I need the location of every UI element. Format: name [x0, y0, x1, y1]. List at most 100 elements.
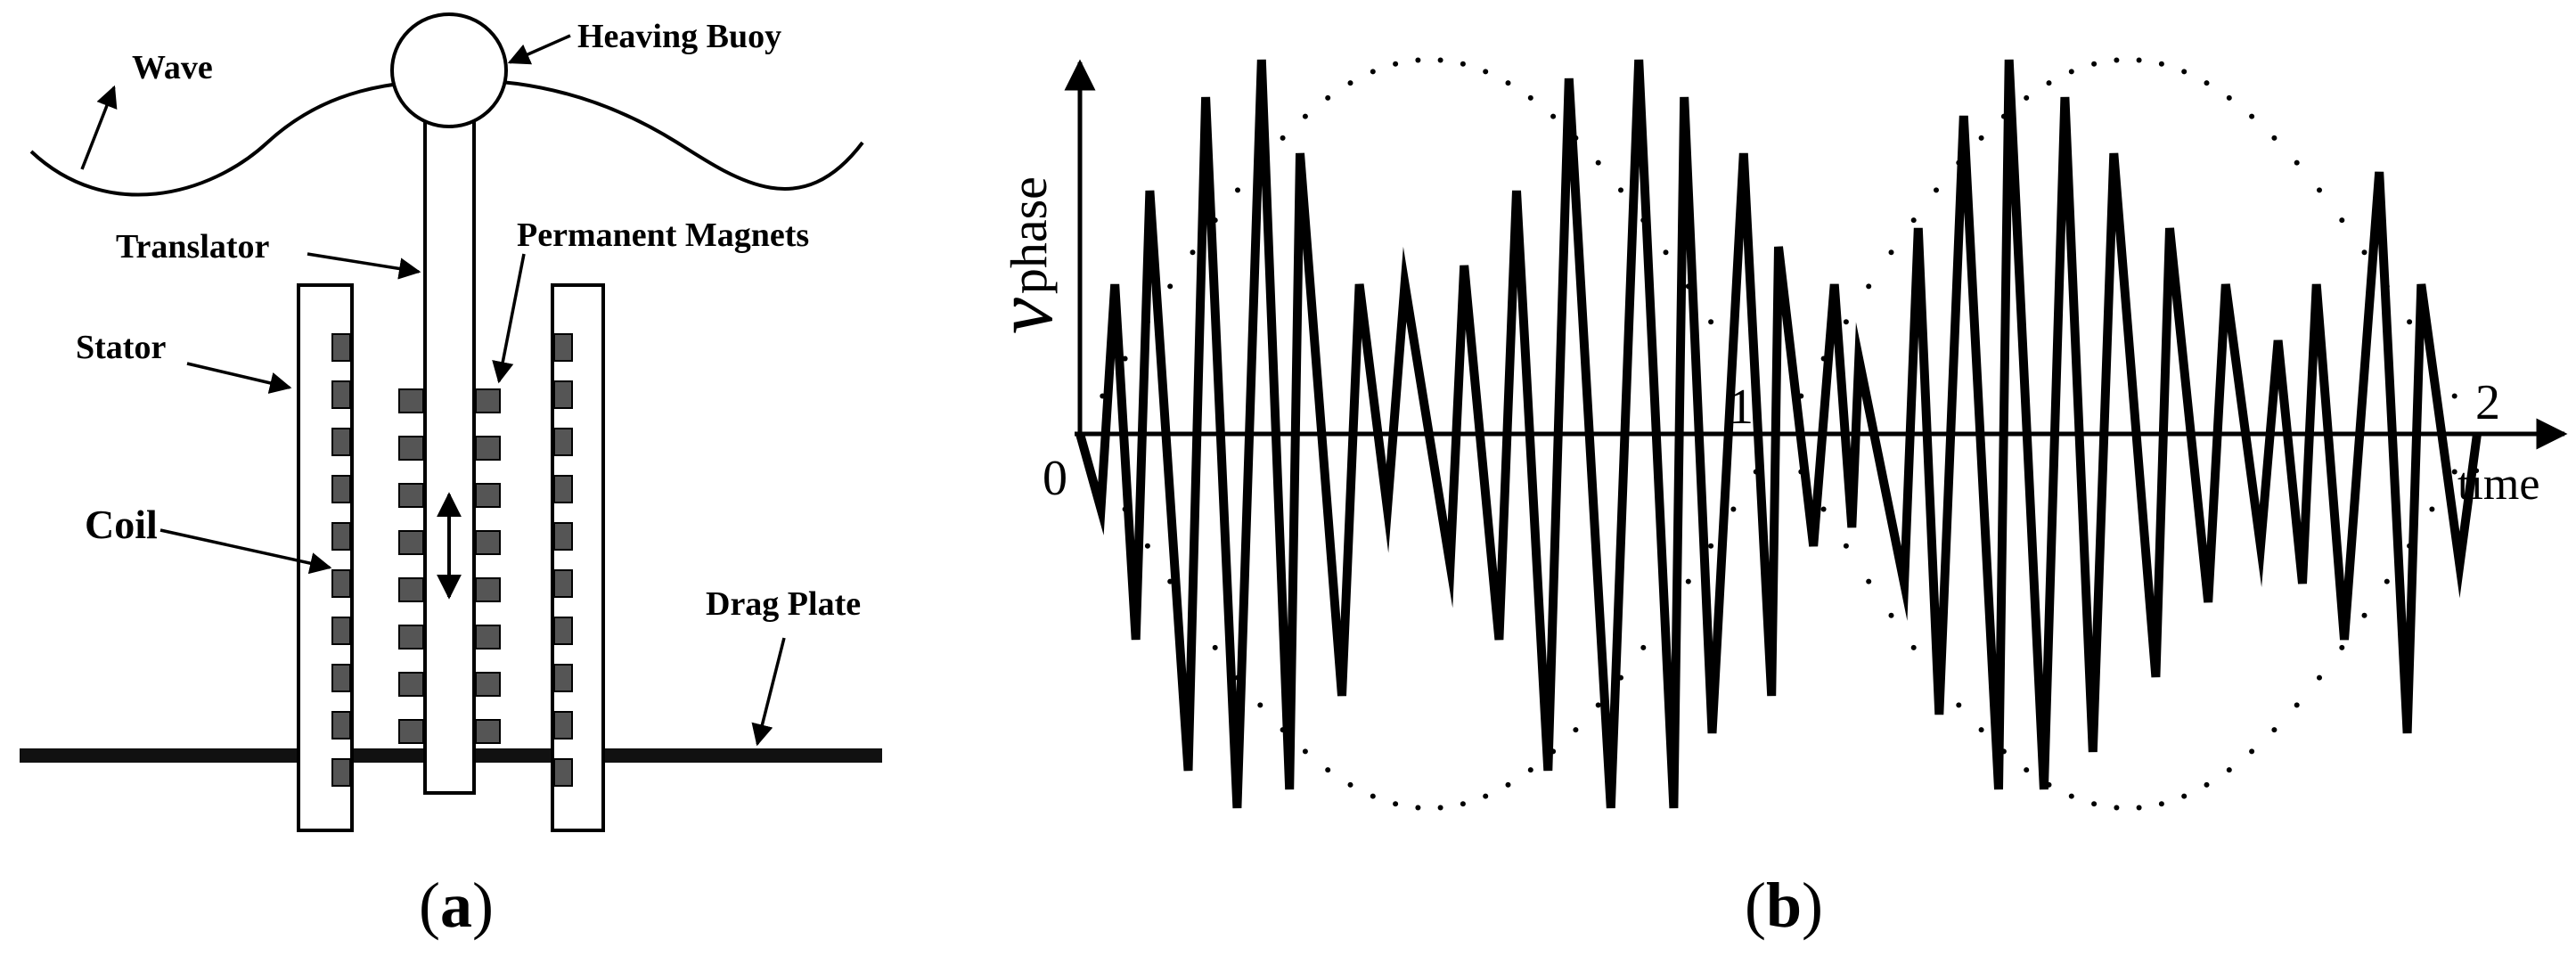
envelope-dot [2068, 69, 2074, 75]
coil-right-5 [553, 522, 573, 551]
wave-pointer-arrow [80, 85, 118, 170]
envelope-dot [1483, 69, 1489, 75]
envelope-dot [2294, 702, 2300, 708]
magnet-right-5 [475, 577, 501, 602]
envelope-dot [2249, 748, 2255, 755]
envelope-dot [1934, 187, 1939, 193]
envelope-dot [1393, 61, 1399, 67]
coil-right-6 [553, 569, 573, 598]
coil-left-8 [331, 664, 351, 692]
coil-left-10 [331, 758, 351, 787]
magnet-right-6 [475, 625, 501, 650]
envelope-dot [2317, 674, 2322, 681]
envelope-dot [2451, 469, 2457, 475]
envelope-dot [2339, 644, 2345, 650]
envelope-dot [1325, 767, 1331, 773]
envelope-dot [1595, 159, 1601, 166]
envelope-dot [2384, 578, 2390, 584]
magnet-right-1 [475, 388, 501, 413]
envelope-dot [1843, 319, 1849, 325]
envelope-dot [1437, 57, 1443, 63]
heaving-buoy [390, 12, 508, 128]
coil-group-right [553, 333, 573, 787]
magnet-right-4 [475, 530, 501, 555]
envelope-dot [2046, 80, 2052, 86]
buoy-pointer-arrow [507, 34, 571, 65]
magnet-group-right [475, 388, 501, 744]
envelope-dot [2136, 57, 2142, 63]
wave-label: Wave [132, 49, 213, 86]
envelope-dot [1212, 644, 1218, 650]
magnet-right-2 [475, 436, 501, 461]
envelope-dot [2226, 94, 2232, 101]
envelope-dot [1888, 612, 1894, 618]
envelope-dot [2136, 805, 2142, 811]
translator-label: Translator [116, 228, 270, 266]
envelope-dot [1483, 793, 1489, 799]
envelope-dot [2271, 727, 2278, 733]
envelope-dot [2181, 69, 2188, 75]
magnet-left-6 [398, 625, 424, 650]
envelope-dot [1820, 506, 1827, 512]
envelope-dot [1708, 319, 1714, 325]
coil-left-2 [331, 380, 351, 409]
phase-voltage-line [1075, 59, 2482, 809]
coil-left-1 [331, 333, 351, 362]
magnet-left-4 [398, 530, 424, 555]
envelope-dot [1347, 80, 1353, 86]
envelope-dot [2294, 159, 2300, 166]
envelope-dot [2068, 793, 2074, 799]
coil-right-4 [553, 475, 573, 503]
envelope-dot [2114, 57, 2120, 63]
envelope-dot [1505, 781, 1511, 788]
envelope-dot [2091, 61, 2098, 67]
envelope-dot [1978, 727, 1984, 733]
magnet-right-3 [475, 483, 501, 508]
envelope-dot [1618, 187, 1623, 193]
coil-right-1 [553, 333, 573, 362]
x-tick-1: 1 [1729, 380, 1754, 435]
coil-left-6 [331, 569, 351, 598]
envelope-dot [1347, 781, 1353, 788]
envelope-dot [1910, 644, 1917, 650]
envelope-dot [2451, 393, 2457, 399]
drag-plate-label: Drag Plate [706, 585, 861, 623]
coil-left-4 [331, 475, 351, 503]
coil-right-3 [553, 428, 573, 456]
drag-plate-pointer-arrow [751, 637, 786, 747]
coil-left-5 [331, 522, 351, 551]
magnets-pointer-arrow [492, 253, 526, 384]
envelope-dot [1460, 801, 1466, 807]
envelope-dot [1730, 506, 1737, 512]
translator-pointer-arrow [307, 252, 421, 280]
envelope-dot [1460, 61, 1466, 67]
envelope-dot [2339, 217, 2345, 224]
magnet-group-left [398, 388, 424, 744]
envelope-dot [2226, 767, 2232, 773]
caption-b: (b) [1745, 870, 1823, 941]
envelope-dot [1437, 805, 1443, 811]
y-axis-label: vphase [978, 176, 1069, 334]
envelope-dot [2158, 61, 2164, 67]
coil-label: Coil [85, 502, 158, 547]
envelope-dot [1144, 543, 1150, 549]
coil-left-3 [331, 428, 351, 456]
envelope-dot [1190, 249, 1196, 256]
coil-left-9 [331, 711, 351, 739]
x-axis-label: time [2457, 459, 2539, 510]
envelope-dot [1573, 727, 1579, 733]
envelope-dot [1415, 805, 1421, 811]
envelope-dot [2158, 801, 2164, 807]
coil-left-7 [331, 617, 351, 645]
coil-right-2 [553, 380, 573, 409]
envelope-dot [2361, 612, 2367, 618]
envelope-dot [1370, 793, 1376, 799]
stator-right [551, 283, 605, 832]
origin-label: 0 [1043, 451, 1067, 506]
coil-right-8 [553, 664, 573, 692]
envelope-dot [1685, 578, 1691, 584]
envelope-dot [1370, 69, 1376, 75]
envelope-dot [2024, 767, 2030, 773]
heaving-buoy-label: Heaving Buoy [577, 18, 781, 55]
